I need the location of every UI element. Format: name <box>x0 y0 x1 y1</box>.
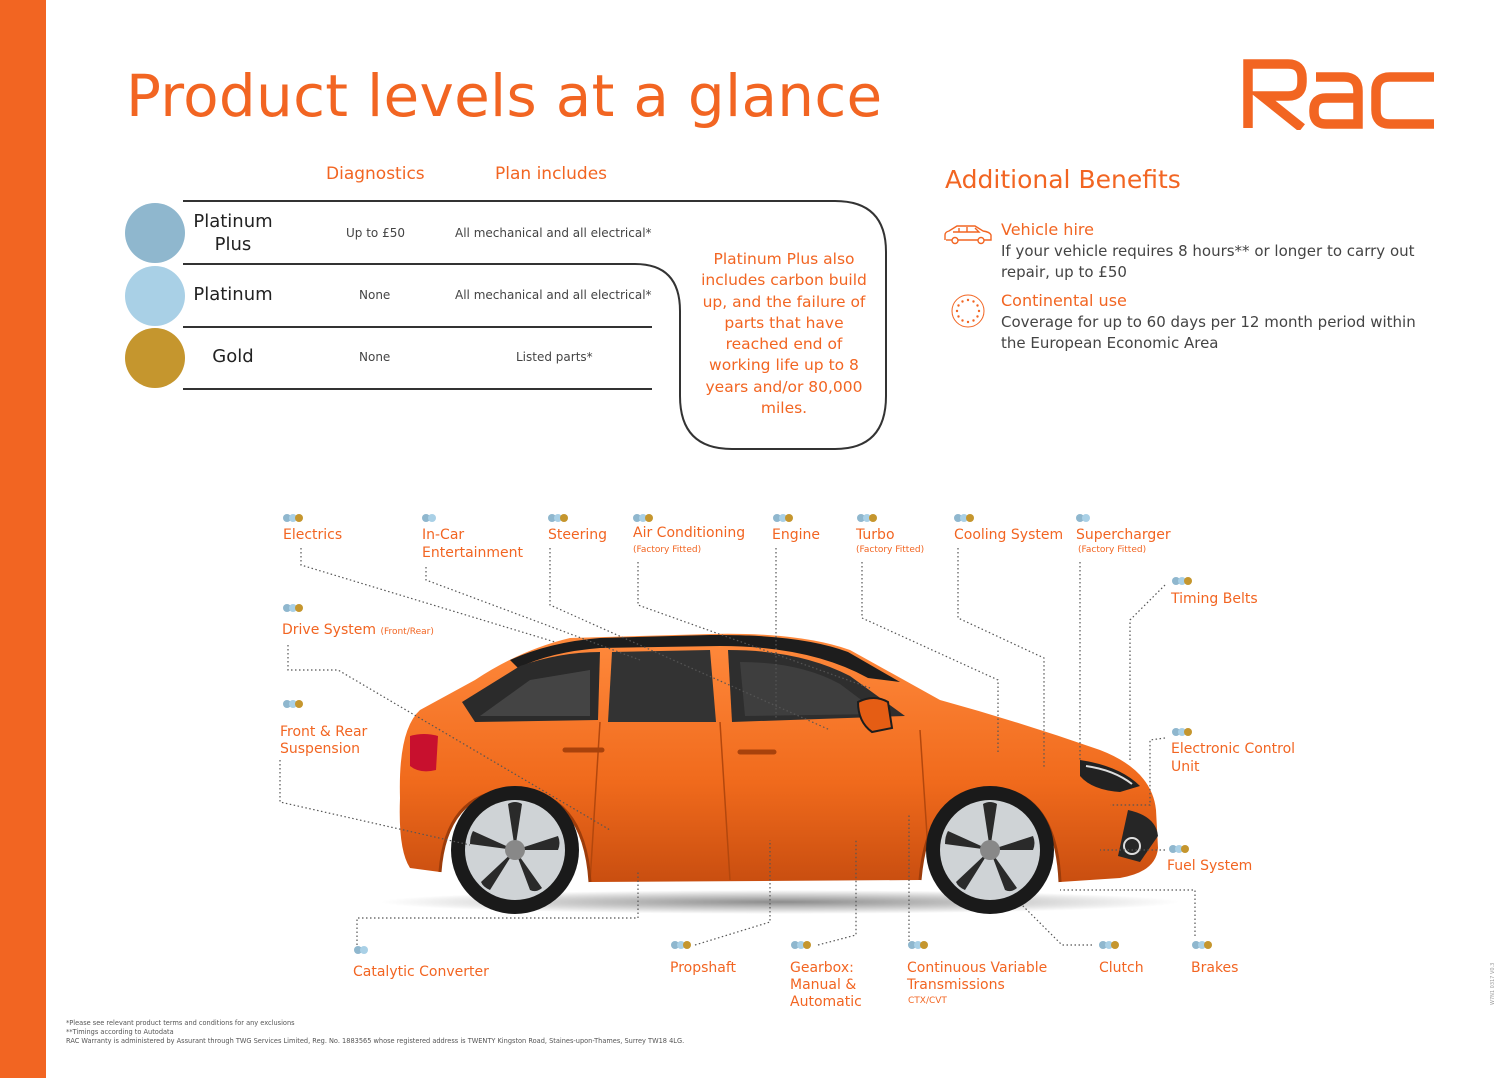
footnotes: *Please see relevant product terms and c… <box>66 1019 684 1046</box>
sublabel-turbo: (Factory Fitted) <box>856 545 925 555</box>
eu-stars-icon <box>951 294 985 328</box>
table-lines <box>183 200 887 450</box>
label-in-car-2: Entertainment <box>422 545 524 561</box>
label-cooling-system: Cooling System <box>954 527 1064 543</box>
car-icon <box>944 225 992 245</box>
label-suspension-2: Suspension <box>280 741 361 757</box>
label-gearbox-3: Automatic <box>790 994 862 1010</box>
platinum-plus-diagnostics: Up to £50 <box>346 226 405 240</box>
rac-logo <box>1243 59 1434 130</box>
label-engine: Engine <box>772 527 820 543</box>
diagnostics-header: Diagnostics <box>326 164 425 184</box>
platinum-plus-plan: All mechanical and all electrical* <box>455 226 652 240</box>
label-suspension-1: Front & Rear <box>280 724 368 740</box>
label-timing-belts: Timing Belts <box>1171 591 1258 607</box>
sublabel-drive-system: (Front/Rear) <box>380 627 434 637</box>
label-air-conditioning: Air Conditioning <box>633 525 746 541</box>
label-turbo: Turbo <box>856 527 895 543</box>
benefits-title: Additional Benefits <box>945 165 1181 194</box>
label-fuel-system: Fuel System <box>1167 858 1253 874</box>
continental-use-title: Continental use <box>1001 291 1127 310</box>
label-clutch: Clutch <box>1099 960 1144 976</box>
platinum-diagnostics: None <box>359 288 391 302</box>
label-brakes: Brakes <box>1191 960 1239 976</box>
page-title: Product levels at a glance <box>126 62 883 130</box>
platinum-plus-dot <box>125 203 185 263</box>
platinum-dot <box>125 266 185 326</box>
label-catalytic-converter: Catalytic Converter <box>353 964 489 980</box>
label-ecu-2: Unit <box>1171 759 1200 775</box>
label-cvt-1: Continuous Variable <box>907 960 1048 976</box>
vehicle-hire-text: If your vehicle requires 8 hours** or lo… <box>1001 242 1415 281</box>
sublabel-cvt: CTX/CVT <box>908 996 947 1006</box>
continental-use-text: Coverage for up to 60 days per 12 month … <box>1001 313 1416 352</box>
label-supercharger: Supercharger <box>1076 527 1171 543</box>
document-code: W7N1 0317 V0.3 <box>1490 962 1496 1005</box>
label-propshaft: Propshaft <box>670 960 737 976</box>
tier-name-gold: Gold <box>212 346 254 367</box>
sublabel-supercharger: (Factory Fitted) <box>1078 545 1147 555</box>
label-steering: Steering <box>548 527 608 543</box>
label-gearbox-1: Gearbox: <box>790 960 854 976</box>
label-ecu-1: Electronic Control <box>1171 741 1296 757</box>
gold-diagnostics: None <box>359 350 391 364</box>
footnote-3: RAC Warranty is administered by Assurant… <box>66 1037 685 1045</box>
plan-includes-header: Plan includes <box>495 164 608 184</box>
tier-name-platinum: Platinum <box>193 284 273 305</box>
label-cvt-2: Transmissions <box>907 977 1005 993</box>
tier-name-platinum-plus: Platinum Plus <box>193 211 273 255</box>
vehicle-hire-title: Vehicle hire <box>1001 220 1094 239</box>
platinum-plus-note: Platinum Plus also includes carbon build… <box>701 250 867 418</box>
label-in-car-1: In-Car <box>422 527 465 543</box>
footnote-2: **Timings according to Autodata <box>66 1028 174 1036</box>
sublabel-air-conditioning: (Factory Fitted) <box>633 545 702 555</box>
label-drive-system: Drive System (Front/Rear) <box>282 622 434 641</box>
label-gearbox-2: Manual & <box>790 977 857 993</box>
label-electrics: Electrics <box>283 527 343 543</box>
footnote-1: *Please see relevant product terms and c… <box>66 1019 295 1027</box>
label-drive-system-text: Drive System <box>282 622 376 638</box>
gold-dot <box>125 328 185 388</box>
platinum-plan: All mechanical and all electrical* <box>455 288 652 302</box>
orange-side-bar <box>0 0 46 1078</box>
gold-plan: Listed parts* <box>516 350 593 364</box>
